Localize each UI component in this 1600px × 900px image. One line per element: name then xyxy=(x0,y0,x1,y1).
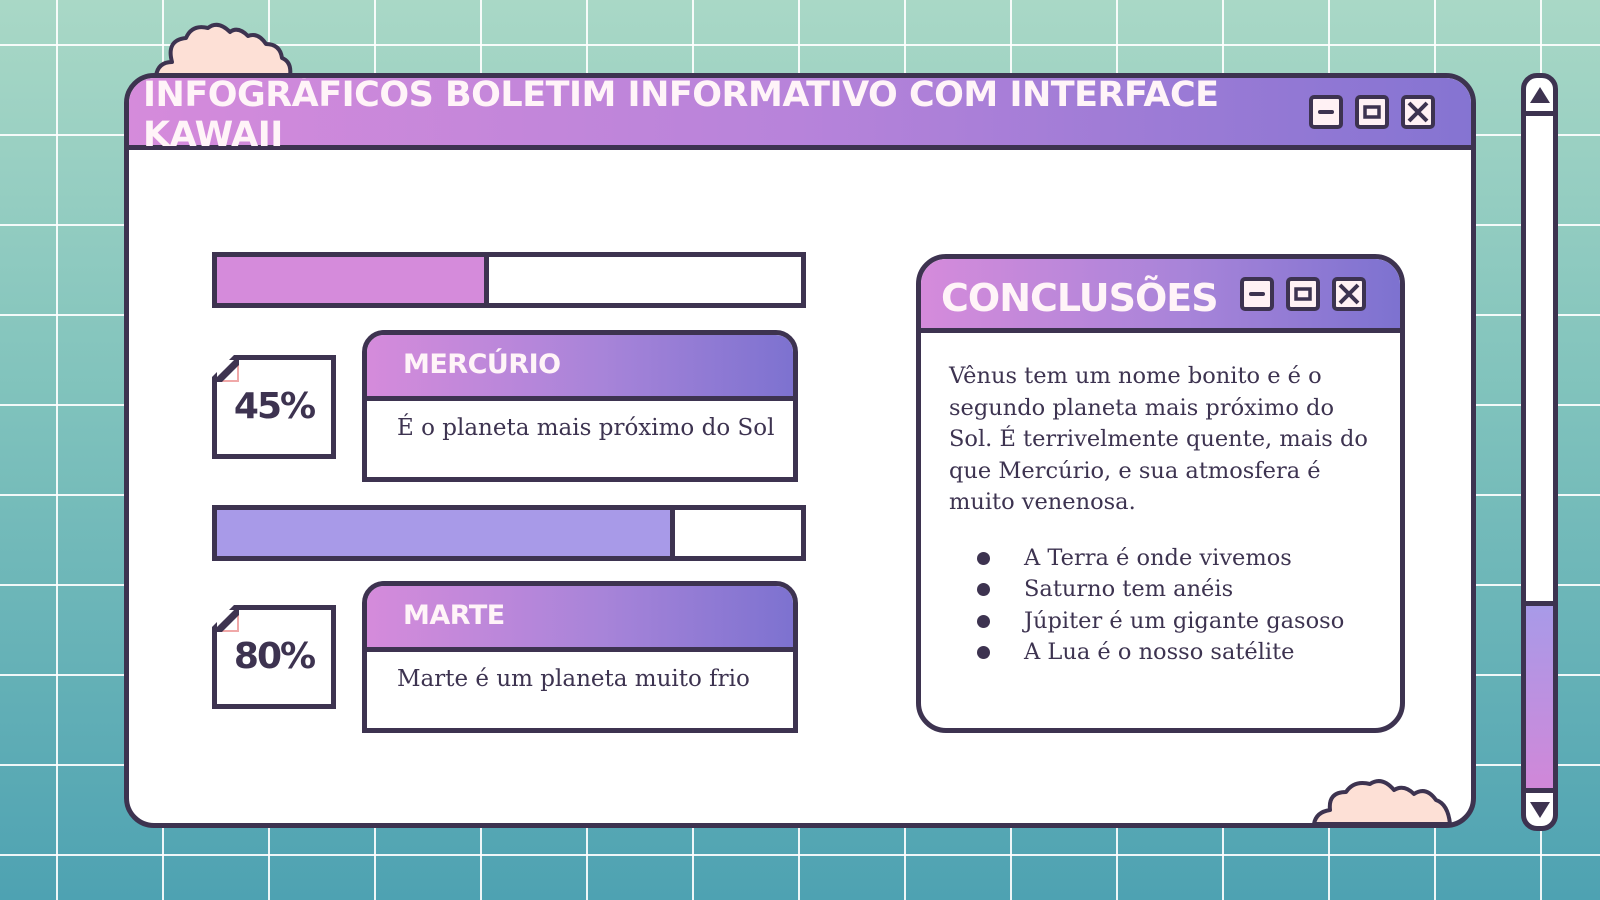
conclusions-titlebar[interactable]: Conclusões xyxy=(921,259,1400,333)
percent-value: 80% xyxy=(233,636,316,677)
progress-fill-marte xyxy=(217,510,676,556)
window-titlebar[interactable]: Infográficos boletim informativo com int… xyxy=(129,78,1471,155)
close-button[interactable] xyxy=(1401,94,1435,129)
card-title: Marte xyxy=(403,600,505,631)
folded-corner-icon xyxy=(217,610,239,632)
card-description: É o planeta mais próximo do Sol xyxy=(397,415,775,441)
triangle-down-icon xyxy=(1529,801,1550,818)
scroll-up-button[interactable] xyxy=(1526,78,1553,116)
conclusions-title: Conclusões xyxy=(941,275,1219,320)
percent-note-mercurio: 45% xyxy=(212,355,336,459)
panel-minimize-button[interactable] xyxy=(1240,276,1274,311)
cloud-decoration-bottom xyxy=(1312,779,1452,826)
panel-maximize-button[interactable] xyxy=(1286,276,1320,311)
minimize-icon xyxy=(1249,291,1265,296)
list-item-text: A Terra é onde vivemos xyxy=(1024,544,1292,571)
minimize-icon xyxy=(1318,109,1334,114)
list-item: Saturno tem anéis xyxy=(949,574,1380,606)
list-item-text: Saturno tem anéis xyxy=(1024,576,1234,602)
close-icon xyxy=(1338,283,1360,304)
list-item: Júpiter é um gigante gasoso xyxy=(949,606,1380,638)
card-description: Marte é um planeta muito frio xyxy=(397,666,750,692)
bullet-icon xyxy=(977,583,990,597)
percent-note-marte: 80% xyxy=(212,605,336,709)
conclusions-panel: Conclusões Vênus tem um nome bonito e é … xyxy=(916,254,1405,733)
panel-close-button[interactable] xyxy=(1332,276,1366,311)
panel-controls xyxy=(1240,276,1366,311)
bullet-icon xyxy=(977,614,990,628)
maximize-icon xyxy=(1294,286,1312,301)
scroll-thumb[interactable] xyxy=(1526,601,1553,791)
folded-corner-icon xyxy=(217,360,239,382)
progress-bar-marte xyxy=(212,505,806,561)
maximize-button[interactable] xyxy=(1355,94,1389,129)
list-item: A Lua é o nosso satélite xyxy=(949,637,1380,669)
close-icon xyxy=(1407,101,1429,122)
list-item-text: Júpiter é um gigante gasoso xyxy=(1024,607,1345,634)
card-title: Mercúrio xyxy=(403,349,561,380)
conclusions-body: Vênus tem um nome bonito e é o segundo p… xyxy=(921,333,1400,669)
maximize-icon xyxy=(1363,104,1381,119)
info-card-marte: Marte Marte é um planeta muito frio xyxy=(362,581,798,733)
list-item-text: A Lua é o nosso satélite xyxy=(1024,639,1295,665)
window-controls xyxy=(1309,94,1435,129)
window-title: Infográficos boletim informativo com int… xyxy=(143,74,1219,155)
bullet-icon xyxy=(977,551,990,565)
card-header: Marte xyxy=(367,586,793,652)
minimize-button[interactable] xyxy=(1309,94,1343,129)
bullet-icon xyxy=(977,646,990,660)
info-card-mercurio: Mercúrio É o planeta mais próximo do Sol xyxy=(362,330,798,482)
card-header: Mercúrio xyxy=(367,335,793,401)
list-item: A Terra é onde vivemos xyxy=(949,543,1380,575)
triangle-up-icon xyxy=(1529,86,1550,103)
conclusions-paragraph: Vênus tem um nome bonito e é o segundo p… xyxy=(949,363,1368,515)
progress-fill-mercurio xyxy=(217,257,489,303)
cloud-decoration-top xyxy=(154,22,293,78)
percent-value: 45% xyxy=(233,386,316,427)
scroll-down-button[interactable] xyxy=(1526,788,1553,826)
vertical-scrollbar[interactable] xyxy=(1521,73,1558,831)
progress-bar-mercurio xyxy=(212,252,806,308)
conclusions-list: A Terra é onde vivemos Saturno tem anéis… xyxy=(949,543,1380,669)
